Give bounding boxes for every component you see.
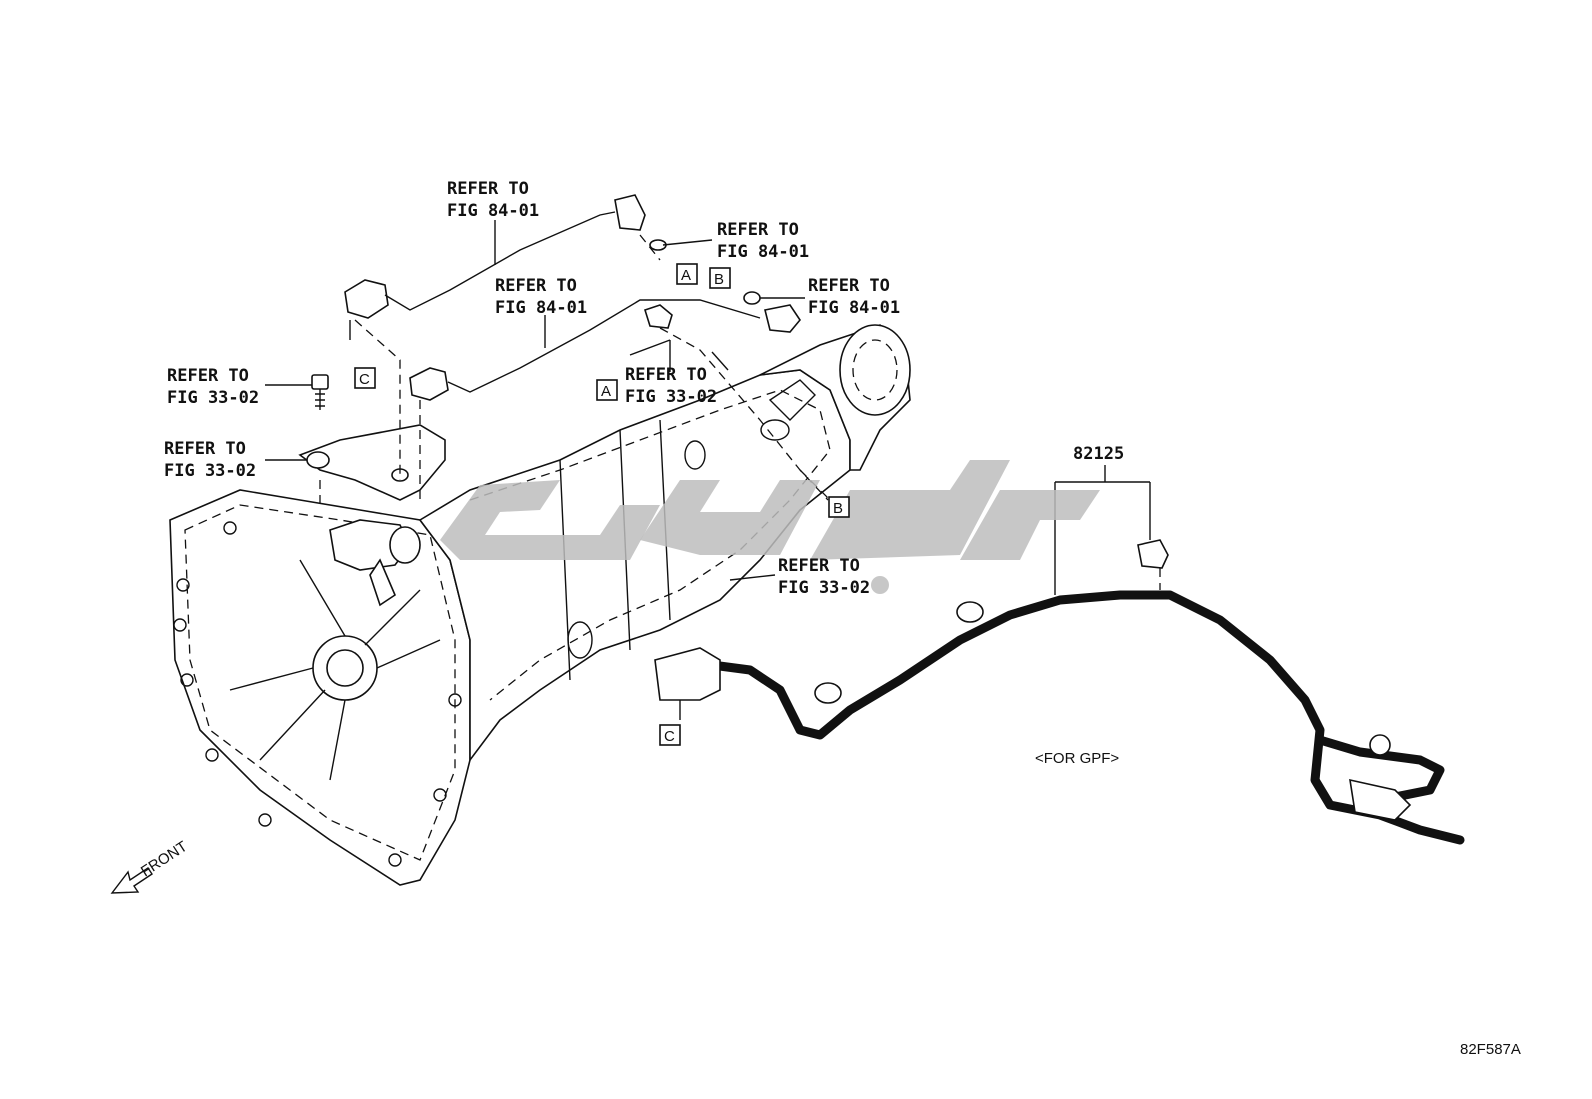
svg-text:FIG 33-02: FIG 33-02 (625, 387, 717, 407)
svg-text:REFER TO: REFER TO (717, 220, 799, 240)
ref-box-b-upper: B (709, 267, 731, 289)
svg-text:B: B (833, 500, 843, 517)
svg-text:REFER TO: REFER TO (447, 179, 529, 199)
front-arrow-icon (110, 867, 153, 894)
svg-text:FIG 33-02: FIG 33-02 (778, 578, 870, 598)
front-direction-indicator: FRONT (110, 838, 191, 894)
svg-text:A: A (601, 383, 611, 400)
svg-text:FIG 33-02: FIG 33-02 (167, 388, 259, 408)
ref-box-c-lower: C (659, 724, 681, 746)
callout-4: REFER TO FIG 84-01 (495, 276, 587, 318)
figure-code: 82F587A (1460, 1041, 1521, 1058)
callout-7: REFER TO FIG 33-02 (164, 439, 256, 481)
svg-text:REFER TO: REFER TO (495, 276, 577, 296)
leader-lines (265, 220, 831, 581)
front-label: FRONT (138, 838, 191, 880)
watermark-logo (440, 460, 1100, 594)
harness-82125 (654, 465, 1465, 845)
svg-text:REFER TO: REFER TO (625, 365, 707, 385)
transmission-assembly (169, 324, 911, 886)
callout-1: REFER TO FIG 84-01 (447, 179, 539, 221)
variant-note: <FOR GPF> (1035, 750, 1119, 767)
ref-box-c-upper: C (354, 367, 376, 389)
callout-6: REFER TO FIG 33-02 (625, 365, 717, 407)
svg-text:A: A (681, 267, 691, 284)
svg-text:REFER TO: REFER TO (808, 276, 890, 296)
ref-box-a-upper: A (676, 263, 698, 285)
svg-text:FIG 84-01: FIG 84-01 (808, 298, 900, 318)
upper-connectors (319, 194, 829, 510)
ref-box-a-lower: A (596, 379, 618, 401)
callout-8: REFER TO FIG 33-02 (778, 556, 870, 598)
callout-2: REFER TO FIG 84-01 (717, 220, 809, 262)
callout-5: REFER TO FIG 33-02 (167, 366, 259, 408)
bracket-assembly (298, 374, 446, 501)
ref-box-b-lower: B (828, 496, 850, 518)
svg-text:C: C (664, 728, 675, 745)
svg-text:FIG 84-01: FIG 84-01 (447, 201, 539, 221)
svg-text:REFER TO: REFER TO (167, 366, 249, 386)
svg-text:REFER TO: REFER TO (778, 556, 860, 576)
svg-text:C: C (359, 371, 370, 388)
svg-text:FIG 84-01: FIG 84-01 (495, 298, 587, 318)
part-number-label: 82125 (1073, 444, 1124, 464)
svg-text:FIG 84-01: FIG 84-01 (717, 242, 809, 262)
svg-text:FIG 33-02: FIG 33-02 (164, 461, 256, 481)
callout-3: REFER TO FIG 84-01 (808, 276, 900, 318)
svg-text:B: B (714, 271, 724, 288)
svg-text:REFER TO: REFER TO (164, 439, 246, 459)
